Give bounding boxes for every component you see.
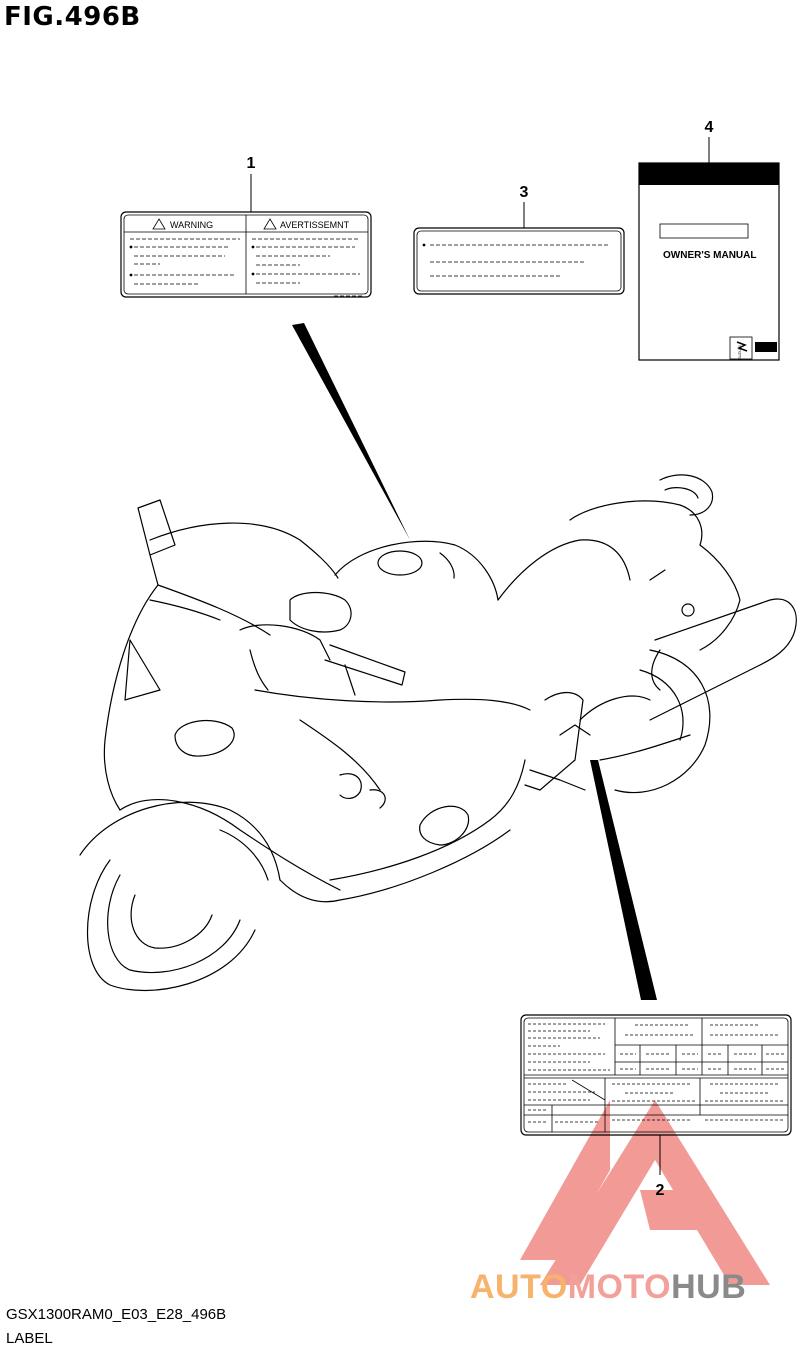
avertissement-triangle-icon bbox=[263, 218, 277, 230]
owners-manual-book bbox=[638, 162, 780, 361]
callout-3-number: 3 bbox=[520, 184, 529, 201]
watermark-text: AUTOMOTOHUB bbox=[470, 1268, 746, 1307]
callout-4-number: 4 bbox=[705, 119, 714, 136]
footer-diagram-code: GSX1300RAM0_E03_E28_496B bbox=[6, 1306, 227, 1323]
motorcycle-drawing bbox=[79, 474, 797, 992]
pointer-label-2 bbox=[590, 760, 657, 1000]
owners-manual-brand: SUZUKI bbox=[737, 345, 742, 360]
label-1-warning-heading: WARNING bbox=[170, 220, 213, 230]
label-1-avertissement-heading: AVERTISSEMNT bbox=[280, 220, 350, 230]
callout-2-number: 2 bbox=[656, 1182, 665, 1199]
figure-title: FIG.496B bbox=[4, 2, 141, 32]
watermark-moto: MOTO bbox=[567, 1268, 672, 1306]
callout-1-number: 1 bbox=[247, 155, 256, 172]
label-1-warning bbox=[120, 211, 372, 298]
watermark-hub: HUB bbox=[671, 1268, 747, 1306]
watermark-auto: AUTO bbox=[470, 1268, 568, 1306]
label-2-info-plate bbox=[520, 1014, 792, 1136]
watermark-logo bbox=[520, 1100, 770, 1285]
suzuki-logo-icon bbox=[729, 336, 753, 360]
warning-triangle-icon bbox=[152, 218, 166, 230]
label-3 bbox=[413, 227, 625, 295]
owners-manual-title: OWNER'S MANUAL bbox=[663, 250, 756, 261]
pointer-label-1 bbox=[292, 323, 410, 540]
footer-section-label: LABEL bbox=[6, 1330, 53, 1347]
